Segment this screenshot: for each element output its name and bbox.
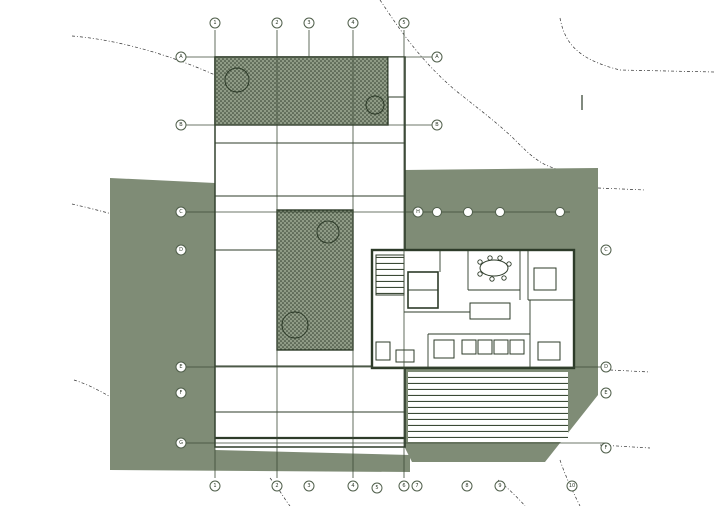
grid-bubble-top (303, 17, 315, 29)
grid-bubble-bottom (209, 480, 221, 492)
grid-bubble-left-label: B (179, 122, 183, 128)
grid-bubble-top-label: 3 (307, 20, 310, 26)
grid-bubble-office (432, 207, 442, 217)
grid-bubble-office (463, 207, 473, 217)
grid-lines (186, 30, 606, 478)
grid-bubble-bottom-label: 9 (498, 483, 501, 489)
tree-center-bottom (281, 311, 309, 339)
tree-center-top (316, 220, 340, 244)
grid-bubble-bottom-label: 5 (375, 485, 378, 491)
grid-bubble-bottom-label: 2 (275, 483, 278, 489)
grid-bubble-left-label: G (179, 440, 183, 446)
grid-bubble-bottom-label: 10 (569, 483, 575, 489)
grid-bubble-bottom-label: 3 (307, 483, 310, 489)
grid-bubble-right (600, 442, 612, 454)
grid-bubble-top-label: 4 (351, 20, 354, 26)
grid-bubble-top-label: 5 (402, 20, 405, 26)
grid-bubble-right-label: D (604, 364, 608, 370)
grid-bubble-bottom-label: 1 (213, 483, 216, 489)
grid-bubble-left (175, 244, 187, 256)
grid-bubble-bottom-label: 6 (402, 483, 405, 489)
long-table (469, 302, 511, 320)
stair-core (375, 254, 405, 296)
grid-bubble-left (175, 361, 187, 373)
grid-bubble-left (175, 387, 187, 399)
grid-bubble-top (271, 17, 283, 29)
grid-bubble-left-label: C (179, 209, 183, 215)
grid-bubble-left (175, 437, 187, 449)
grid-bubble-left-label: A (179, 54, 183, 60)
grid-bubble-office (555, 207, 565, 217)
grid-bubble-right (600, 387, 612, 399)
grid-bubble-bottom (411, 480, 423, 492)
grid-bubble-right (431, 51, 443, 63)
grid-bubble-top (209, 17, 221, 29)
grid-bubble-right-label: E (604, 390, 607, 396)
grid-bubble-top (398, 17, 410, 29)
grid-bubble-right (431, 119, 443, 131)
grid-bubble-bottom (303, 480, 315, 492)
tree-top-left (224, 67, 250, 93)
grid-bubble-right (600, 361, 612, 373)
grid-bubble-left (175, 51, 187, 63)
grid-bubble-bottom (271, 480, 283, 492)
grid-bubble-bottom (494, 480, 506, 492)
grid-bubble-left-label: H (416, 209, 420, 215)
grid-bubble-bottom-label: 8 (465, 483, 468, 489)
grid-bubbles: 1 2 3 4 5 1 2 3 4 5 6 7 8 9 10 A B C D E F G H A B C D E F (175, 17, 612, 494)
grid-bubble-bottom (461, 480, 473, 492)
grid-bubble-left-label: E (179, 364, 182, 370)
grid-bubble-right (600, 244, 612, 256)
parking-stripes (408, 372, 568, 442)
office-block (370, 248, 576, 370)
grid-bubble-top-label: 2 (275, 20, 278, 26)
grid-bubble-left-label: D (179, 247, 183, 253)
central-garden (276, 209, 354, 351)
grid-bubble-right-label: A (435, 54, 439, 60)
grid-bubble-top (347, 17, 359, 29)
grid-bubble-right-label: B (435, 122, 439, 128)
grid-bubble-bottom-label: 7 (415, 483, 418, 489)
grid-bubble-top-label: 1 (213, 20, 216, 26)
top-service-box (387, 56, 406, 98)
grid-bubble-bottom-label: 4 (351, 483, 354, 489)
grid-bubble-bottom (371, 482, 383, 494)
grid-bubble-bottom (347, 480, 359, 492)
grid-bubble-bottom (566, 480, 578, 492)
grid-bubble-left (412, 206, 424, 218)
grid-bubble-left (175, 119, 187, 131)
grid-bubble-office (495, 207, 505, 217)
grid-bubble-right-label: F (605, 445, 608, 451)
grid-bubble-bottom (398, 480, 410, 492)
grid-bubble-right-label: C (604, 247, 608, 253)
tree-top-right (365, 95, 385, 115)
grid-bubble-left (175, 206, 187, 218)
meeting-table (479, 259, 509, 277)
grid-bubble-left-label: F (180, 390, 183, 396)
